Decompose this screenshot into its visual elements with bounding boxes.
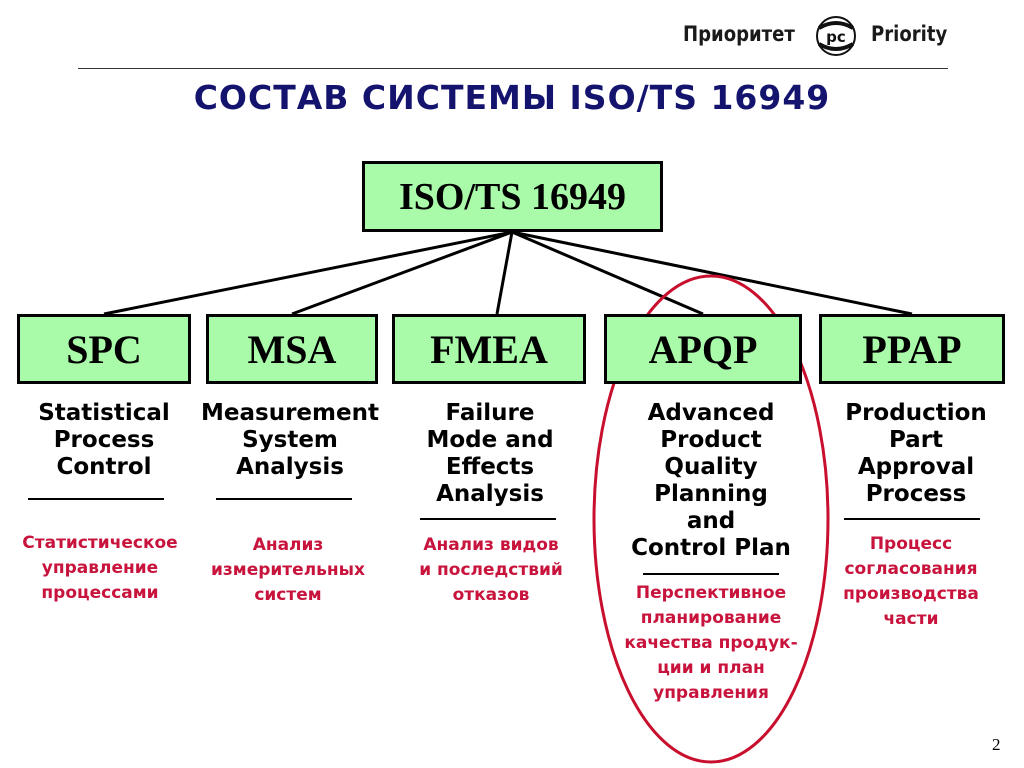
- apqp-en-line: and: [686, 508, 736, 534]
- apqp-highlight-ellipse: [592, 274, 830, 764]
- msa-english-description: Measurement System Analysis: [192, 400, 388, 481]
- logo-text-ru: Приоритет: [683, 22, 795, 46]
- msa-en-line: Measurement: [201, 400, 379, 426]
- apqp-english-description: Advanced Product Quality Planning and Co…: [611, 400, 811, 562]
- ppap-russian-description: Процесс согласования производства части: [816, 532, 1006, 632]
- apqp-ru-line: Перспективное: [635, 583, 787, 603]
- node-fmea: FMEA: [392, 314, 586, 384]
- spc-en-line: Control: [56, 454, 152, 480]
- apqp-ru-line: планирование: [640, 608, 782, 628]
- ppap-ru-line: Процесс: [869, 534, 953, 554]
- msa-divider: [216, 498, 352, 500]
- connector-ppap: [511, 230, 913, 316]
- spc-russian-description: Статистическое управление процессами: [0, 531, 200, 606]
- spc-ru-line: управление: [41, 558, 159, 578]
- node-spc: SPC: [17, 314, 191, 384]
- node-ppap: PPAP: [819, 314, 1005, 384]
- ppap-ru-line: согласования: [844, 559, 978, 579]
- logo-mark-text: pc: [826, 28, 846, 46]
- logo-mark-icon: pc: [816, 16, 856, 56]
- apqp-russian-description: Перспективное планирование качества прод…: [606, 581, 816, 706]
- apqp-en-line: Control Plan: [631, 535, 791, 561]
- connector-msa: [291, 230, 513, 316]
- apqp-en-line: Advanced: [647, 400, 775, 426]
- apqp-en-line: Quality: [664, 454, 758, 480]
- apqp-ru-line: качества продук-: [624, 633, 798, 653]
- fmea-english-description: Failure Mode and Effects Analysis: [400, 400, 580, 508]
- priority-logo: Приоритет pc Priority: [683, 14, 963, 58]
- header-rule: [78, 68, 948, 69]
- msa-ru-line: Анализ: [252, 535, 324, 555]
- spc-ru-line: процессами: [41, 583, 159, 603]
- ppap-en-line: Approval: [857, 454, 975, 480]
- spc-en-line: Process: [53, 427, 155, 453]
- node-msa: MSA: [206, 314, 378, 384]
- apqp-ru-line: управления: [653, 683, 769, 703]
- spc-en-line: Statistical: [38, 400, 170, 426]
- fmea-ru-line: отказов: [452, 585, 530, 605]
- ppap-en-line: Production: [845, 400, 987, 426]
- apqp-divider: [643, 573, 779, 575]
- spc-english-description: Statistical Process Control: [8, 400, 200, 481]
- msa-ru-line: измерительных: [211, 560, 365, 580]
- apqp-ru-line: ции и план: [657, 658, 765, 678]
- msa-ru-line: систем: [254, 585, 322, 605]
- fmea-ru-line: и последствий: [419, 560, 563, 580]
- fmea-en-line: Mode and: [426, 427, 554, 453]
- ppap-ru-line: производства: [843, 584, 979, 604]
- slide-title: СОСТАВ СИСТЕМЫ ISO/TS 16949: [193, 78, 831, 117]
- fmea-russian-description: Анализ видов и последствий отказов: [396, 533, 586, 608]
- ppap-divider: [844, 518, 980, 520]
- apqp-en-line: Planning: [654, 481, 768, 507]
- ppap-en-line: Process: [865, 481, 967, 507]
- connector-spc: [103, 230, 513, 316]
- msa-russian-description: Анализ измерительных систем: [188, 533, 388, 608]
- ppap-english-description: Production Part Approval Process: [822, 400, 1010, 508]
- root-node-iso-ts-16949: ISO/TS 16949: [362, 161, 663, 232]
- logo-text-en: Priority: [871, 22, 948, 46]
- node-apqp: APQP: [604, 314, 802, 384]
- fmea-en-line: Failure: [445, 400, 535, 426]
- fmea-ru-line: Анализ видов: [423, 535, 559, 555]
- apqp-en-line: Product: [660, 427, 762, 453]
- spc-divider: [28, 498, 164, 500]
- fmea-en-line: Analysis: [436, 481, 544, 507]
- page-number: 2: [992, 735, 1001, 754]
- spc-ru-line: Статистическое: [22, 533, 178, 553]
- ppap-ru-line: части: [883, 609, 939, 629]
- ppap-en-line: Part: [888, 427, 944, 453]
- fmea-en-line: Effects: [445, 454, 535, 480]
- fmea-divider: [420, 518, 556, 520]
- connector-fmea: [495, 231, 514, 315]
- msa-en-line: System: [242, 427, 338, 453]
- msa-en-line: Analysis: [236, 454, 344, 480]
- connector-apqp: [511, 230, 704, 316]
